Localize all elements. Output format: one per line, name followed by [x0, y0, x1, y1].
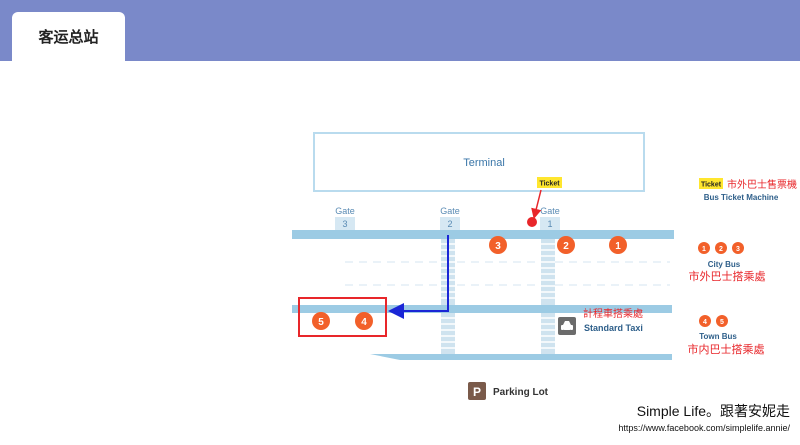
ticket-marker-label: Ticket [539, 181, 560, 188]
top-bar: 客运总站 [0, 0, 800, 61]
legend-ticket-badge-label: Ticket [701, 182, 722, 189]
route-arrow [388, 235, 449, 319]
gate-1-box [540, 217, 560, 230]
stop-4: 4 [355, 312, 373, 330]
gate-2-box [440, 217, 460, 230]
ticket-marker-arrow [531, 189, 542, 220]
gate-1-word: Gate [540, 206, 560, 216]
stop-1: 1 [609, 236, 627, 254]
watermark-title: Simple Life。跟著安妮走 [637, 403, 790, 419]
parking-label: Parking Lot [493, 387, 549, 398]
parking-icon: P [473, 385, 481, 399]
taxi-label-en: Standard Taxi [584, 323, 643, 333]
legend-city-cn: 市外巴士搭乘處 [689, 269, 766, 283]
legend-town-stops: 4 5 [699, 315, 728, 327]
upper-platform-road [292, 230, 674, 239]
crosswalk-lower-left [441, 313, 455, 355]
gate-3-box [335, 217, 355, 230]
legend-city-stop-2: 2 [719, 246, 723, 253]
stop-4-number: 4 [361, 317, 367, 328]
gate-1-number: 1 [547, 219, 552, 229]
taxi-icon [561, 321, 573, 333]
legend-ticket-badge [699, 178, 723, 189]
legend-town-stop-4: 4 [703, 319, 707, 326]
stop-2-number: 2 [563, 241, 569, 252]
gate-1: Gate 1 [540, 206, 560, 230]
legend-town-en: Town Bus [699, 332, 737, 341]
gate-2-number: 2 [447, 219, 452, 229]
legend-city-stop-3: 3 [736, 246, 740, 253]
legend-city-stop-1: 1 [702, 246, 706, 253]
crosswalk-gate-1 [541, 239, 555, 305]
gate-2-word: Gate [440, 206, 460, 216]
legend-town-stop-5: 5 [720, 319, 724, 326]
ticket-marker-badge [537, 177, 562, 188]
bottom-road [370, 354, 672, 360]
terminal-label: Terminal [463, 157, 505, 169]
gate-3: Gate 3 [335, 206, 355, 230]
legend-city-en: City Bus [708, 260, 741, 269]
stop-3: 3 [489, 236, 507, 254]
legend-town-cn: 市内巴士搭乘處 [688, 342, 765, 356]
tab-label: 客运总站 [38, 28, 99, 46]
highlight-box-stops-4-5 [298, 297, 387, 337]
stop-1-number: 1 [615, 241, 621, 252]
parking-icon-box [468, 382, 486, 400]
stop-5: 5 [312, 312, 330, 330]
middle-platform-road [292, 305, 672, 313]
watermark-url: https://www.facebook.com/simplelife.anni… [618, 423, 790, 433]
stop-5-number: 5 [318, 317, 324, 328]
ticket-machine-dot [527, 217, 537, 227]
legend-ticket-en: Bus Ticket Machine [704, 193, 779, 202]
legend-ticket-cn: 市外巴士售票機 [727, 178, 797, 191]
gate-3-number: 3 [342, 219, 347, 229]
legend-city-stops: 1 2 3 [698, 242, 744, 254]
map-svg: Terminal Gate 3 Gate 2 Gate 1 Ticket [292, 132, 797, 433]
tab-bus-terminal[interactable]: 客运总站 [12, 12, 125, 61]
crosswalk-lower-right [541, 313, 555, 355]
stop-3-number: 3 [495, 241, 501, 252]
terminal-building [313, 132, 645, 192]
gate-3-word: Gate [335, 206, 355, 216]
taxi-label-cn: 計程車搭乘處 [583, 307, 643, 320]
stop-2: 2 [557, 236, 575, 254]
terminal-map: Terminal Gate 3 Gate 2 Gate 1 Ticket [0, 61, 800, 441]
gate-2: Gate 2 [440, 206, 460, 230]
